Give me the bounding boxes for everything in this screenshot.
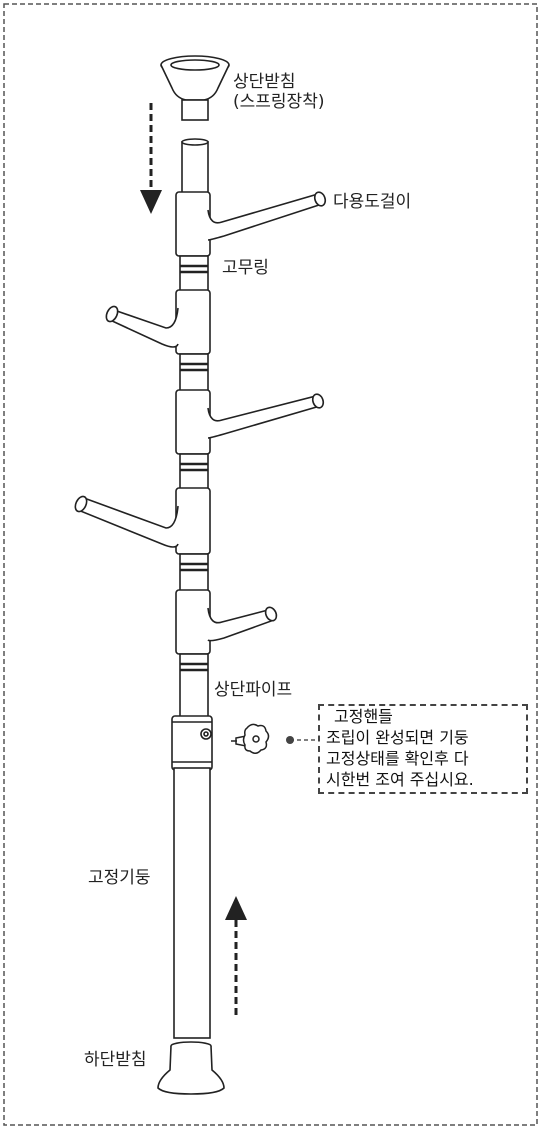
rubber-ring-3 — [179, 453, 209, 491]
label-fixed-pole: 고정기둥 — [88, 868, 151, 888]
rubber-ring-1 — [179, 255, 209, 293]
fixing-handle-knob — [231, 723, 270, 754]
note-line-3: 시한번 조여 주십시요. — [326, 770, 474, 789]
hook-segment-5 — [175, 589, 278, 655]
hook-segment-1 — [175, 191, 327, 257]
rubber-ring-2 — [179, 353, 209, 393]
note-line-1: 조립이 완성되면 기둥 — [326, 728, 469, 747]
bottom-support-illustration — [157, 1041, 225, 1095]
down-arrow — [140, 103, 162, 214]
rubber-ring-5 — [179, 653, 209, 719]
hook-segment-4 — [74, 487, 211, 555]
rubber-ring-4 — [179, 553, 209, 593]
hook-segment-3 — [175, 389, 325, 455]
dashed-frame — [3, 3, 538, 1126]
clamp-collar — [171, 715, 213, 771]
fixed-pole-illustration — [173, 767, 211, 1039]
up-arrow — [225, 896, 247, 1015]
top-support-illustration — [160, 55, 230, 121]
label-top-support: 상단받침 (스프링장착) — [233, 72, 325, 112]
note-line-2: 고정상태를 확인후 다 — [326, 749, 469, 768]
label-upper-pipe: 상단파이프 — [214, 680, 293, 700]
note-connector — [286, 736, 318, 744]
upper-pipe-illustration — [181, 138, 209, 195]
note-title: 고정핸들 — [334, 707, 393, 726]
label-bottom-support: 하단받침 — [84, 1050, 147, 1070]
hook-segment-2 — [105, 289, 211, 355]
label-multi-hook: 다용도걸이 — [333, 192, 412, 212]
fixing-handle-note: 고정핸들 조립이 완성되면 기둥 고정상태를 확인후 다 시한번 조여 주십시요… — [318, 704, 528, 794]
label-rubber-ring: 고무링 — [222, 258, 269, 278]
